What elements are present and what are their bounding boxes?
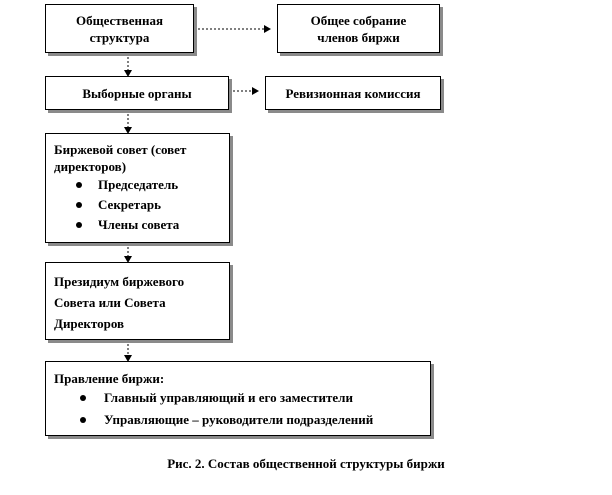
node-public-structure: Общественная структура	[45, 4, 194, 53]
node-general-meeting-line2: членов биржи	[317, 29, 400, 45]
council-members-list: Председатель Секретарь Члены совета	[46, 175, 229, 235]
node-presidium-line2: Совета или Совета	[54, 295, 166, 310]
node-audit-commission-label: Ревизионная комиссия	[285, 85, 421, 101]
node-elected-bodies: Выборные органы	[45, 76, 229, 110]
board-members-list: Главный управляющий и его заместители Уп…	[46, 387, 430, 431]
node-presidium-line3: Директоров	[54, 316, 125, 331]
node-public-structure-line1: Общественная	[76, 12, 163, 28]
node-presidium-line1: Президиум биржевого	[54, 274, 185, 289]
node-general-meeting: Общее собрание членов биржи	[277, 4, 440, 53]
council-item: Члены совета	[46, 215, 229, 235]
node-board: Правление биржи: Главный управляющий и е…	[45, 361, 431, 436]
node-exchange-council-title-line1: Биржевой совет (совет	[54, 142, 187, 157]
node-general-meeting-line1: Общее собрание	[310, 12, 407, 28]
node-elected-bodies-label: Выборные органы	[82, 85, 192, 101]
figure-caption: Рис. 2. Состав общественной структуры би…	[167, 456, 445, 471]
node-exchange-council-title-line2: директоров)	[54, 159, 127, 174]
node-presidium: Президиум биржевого Совета или Совета Ди…	[45, 262, 230, 340]
board-item: Главный управляющий и его заместители	[46, 387, 430, 409]
node-board-title: Правление биржи:	[54, 371, 165, 386]
node-audit-commission: Ревизионная комиссия	[265, 76, 441, 110]
node-public-structure-line2: структура	[89, 29, 150, 45]
council-item: Председатель	[46, 175, 229, 195]
node-exchange-council: Биржевой совет (совет директоров) Предсе…	[45, 133, 230, 243]
council-item: Секретарь	[46, 195, 229, 215]
board-item: Управляющие – руководители подразделений	[46, 409, 430, 431]
